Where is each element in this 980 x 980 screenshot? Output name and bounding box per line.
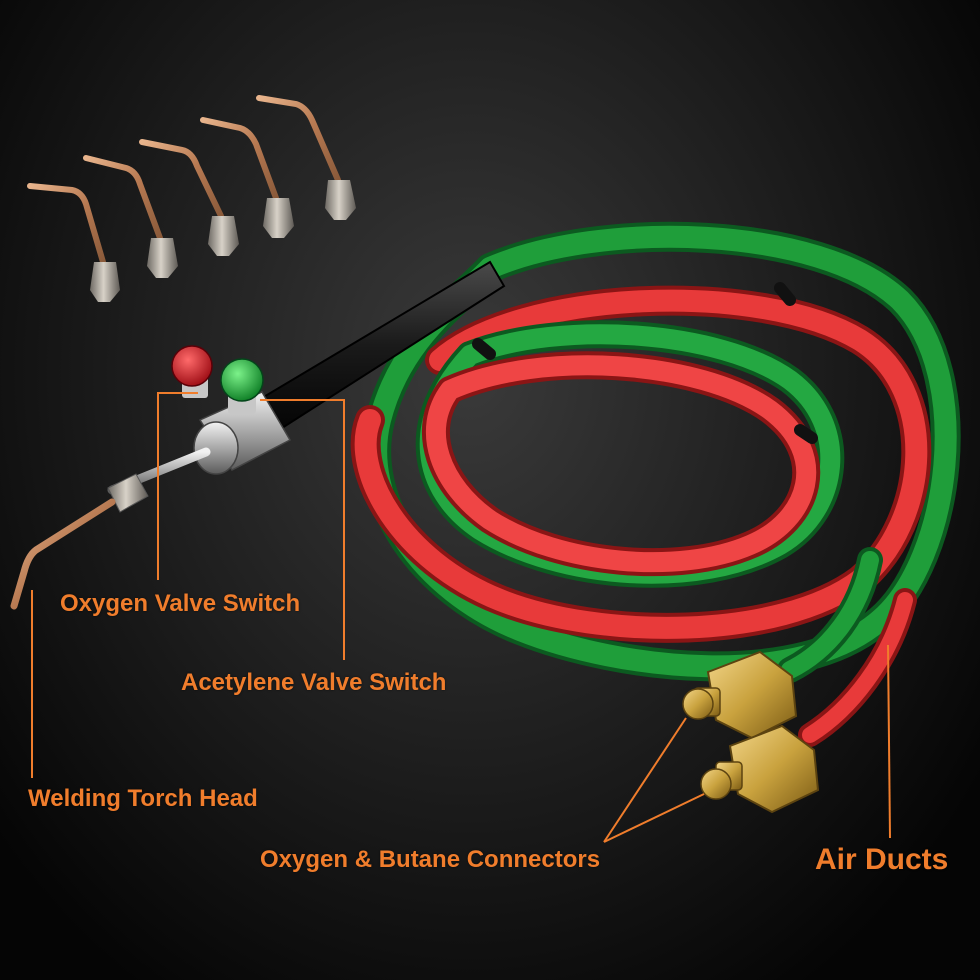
air-ducts-leader [887, 644, 891, 839]
connectors-label: Oxygen & Butane Connectors [260, 846, 601, 873]
air-ducts-label: Air Ducts [815, 843, 949, 876]
spare-tip [200, 117, 294, 238]
connector-leader-upper [603, 717, 687, 843]
welding-torch [10, 260, 506, 610]
spare-tip [27, 183, 120, 302]
hose-coils [350, 221, 961, 747]
torch-head-label: Welding Torch Head [28, 785, 258, 812]
connector-leader-lower [603, 793, 705, 843]
acetylene-valve-leader [260, 399, 345, 660]
connector-upper [682, 650, 798, 740]
oxygen-valve-leader [157, 392, 198, 580]
acetylene-valve-label: Acetylene Valve Switch [181, 669, 447, 696]
oxygen-valve-label: Oxygen Valve Switch [60, 590, 301, 617]
brass-connectors [682, 650, 820, 814]
spare-tip [83, 155, 178, 278]
spare-tip [139, 139, 239, 256]
spare-tip [256, 95, 356, 220]
spare-tips [27, 95, 356, 302]
callout-lines [31, 392, 891, 843]
connector-lower [700, 724, 820, 814]
